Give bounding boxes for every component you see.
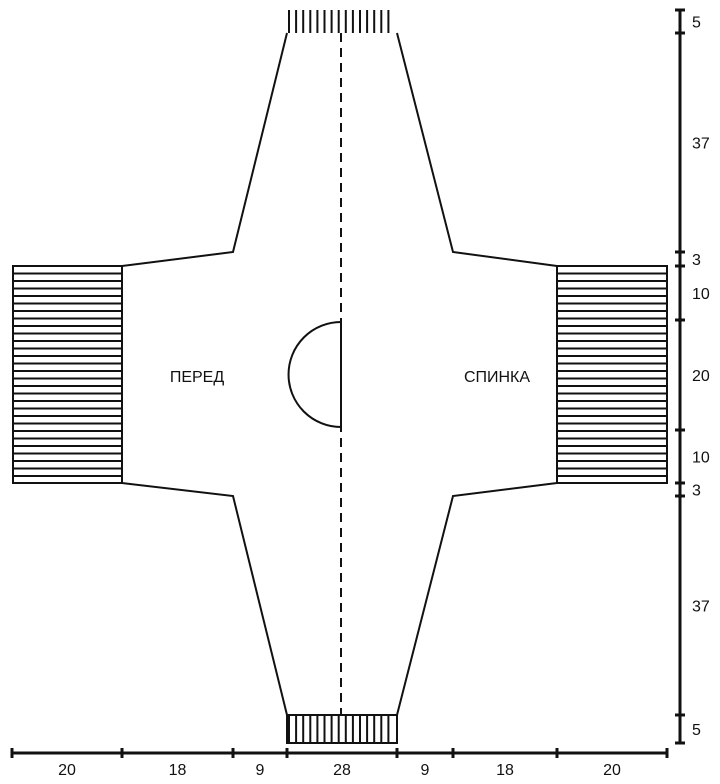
horizontal-dimension-label: 9: [256, 762, 265, 779]
horizontal-dimension-scale: [10, 748, 669, 758]
front-label: ПЕРЕД: [170, 369, 225, 386]
vertical-dimension-scale: [675, 8, 685, 745]
horizontal-dimension-label: 18: [496, 762, 514, 779]
vertical-dimension-label: 10: [692, 286, 710, 303]
back-label: СПИНКА: [464, 369, 530, 386]
horizontal-dimension-label: 9: [421, 762, 430, 779]
left-sleeve-cuff-frame: [12, 265, 123, 484]
vertical-dimension-label: 20: [692, 368, 710, 385]
garment-outline: [12, 32, 668, 744]
vertical-dimension-label: 37: [692, 599, 710, 616]
horizontal-dimension-label: 28: [333, 762, 351, 779]
vertical-dimension-label: 3: [692, 252, 701, 269]
body-outline: [121, 32, 558, 716]
right-sleeve-cuff-frame: [556, 265, 668, 484]
vertical-dimension-label: 10: [692, 450, 710, 467]
vertical-dimension-label: 5: [692, 15, 701, 32]
neckline: [287, 321, 342, 428]
vertical-dimension-label: 3: [692, 483, 701, 500]
rib-stitch-lines: [13, 10, 667, 743]
horizontal-dimension-label: 20: [58, 762, 76, 779]
vertical-dimension-label: 37: [692, 136, 710, 153]
horizontal-dimension-label: 20: [603, 762, 621, 779]
vertical-dimension-label: 5: [692, 722, 701, 739]
horizontal-dimension-label: 18: [169, 762, 187, 779]
